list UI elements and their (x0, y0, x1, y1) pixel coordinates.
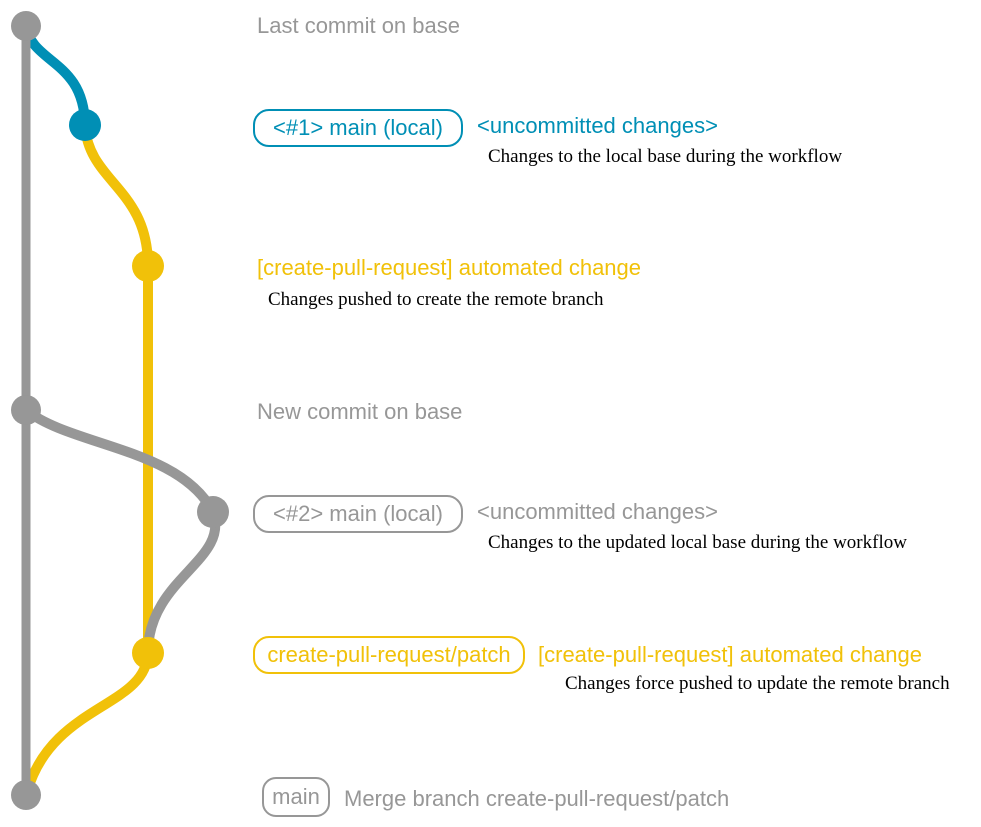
branch-badge-main-local-2: <#2> main (local) (253, 495, 463, 533)
annotation-changes-pushed: Changes pushed to create the remote bran… (268, 289, 604, 310)
annotation-changes-force-pushed: Changes force pushed to update the remot… (565, 673, 950, 694)
commit-dot-merge-commit (11, 780, 41, 810)
commit-message-merge-branch: Merge branch create-pull-request/patch (344, 786, 730, 811)
branch-line-main-local-1 (21, 21, 90, 130)
commit-dot-new-commit-on-base (11, 395, 41, 425)
commit-message-automated-change-2: [create-pull-request] automated change (538, 642, 923, 667)
annotation-local-base-changes: Changes to the local base during the wor… (488, 146, 843, 167)
commit-dot-last-commit-on-base (11, 11, 41, 41)
commit-message-last-commit-on-base: Last commit on base (257, 13, 460, 38)
branch-line-create-pull-request (80, 120, 153, 658)
commit-message-new-commit-on-base: New commit on base (257, 399, 463, 424)
commit-message-uncommitted-changes-1: <uncommitted changes> (477, 113, 718, 138)
branch-badge-create-pull-request-patch: create-pull-request/patch (253, 636, 525, 674)
commit-message-uncommitted-changes-2: <uncommitted changes> (477, 499, 718, 524)
commit-message-automated-change-1: [create-pull-request] automated change (257, 255, 642, 280)
merge-line-patch-into-main (22, 648, 153, 797)
commit-dot-main-local-1 (69, 109, 101, 141)
commit-dot-create-pull-request-force-push (132, 637, 164, 669)
annotation-updated-local-base-changes: Changes to the updated local base during… (488, 532, 907, 553)
branch-line-main-local-2 (21, 405, 221, 655)
branch-badge-main-local-1: <#1> main (local) (253, 109, 463, 147)
commit-dot-main-local-2 (197, 496, 229, 528)
commit-dot-create-pull-request-push (132, 250, 164, 282)
branch-badge-main: main (262, 777, 330, 817)
